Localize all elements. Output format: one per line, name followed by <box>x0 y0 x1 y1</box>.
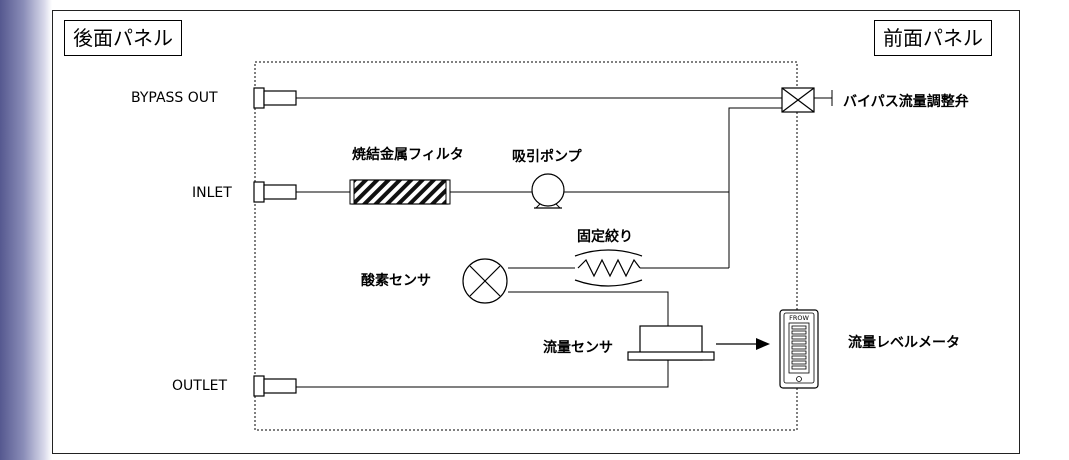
suction-pump-label: 吸引ポンプ <box>512 149 582 165</box>
signal-arrow <box>716 338 770 350</box>
flow-sensor-symbol <box>627 325 715 361</box>
bypass-out-label: BYPASS OUT <box>131 90 218 106</box>
sintered-filter-symbol <box>349 179 451 205</box>
flow-meter-label: 流量レベルメータ <box>848 335 960 351</box>
outlet-label: OUTLET <box>172 378 228 394</box>
suction-pump-symbol <box>531 173 565 209</box>
bypass-valve-symbol <box>781 87 815 113</box>
fixed-restrictor-label: 固定絞り <box>577 229 633 245</box>
diagram-frame <box>52 10 1020 454</box>
flow-meter-symbol: FROW <box>779 309 819 389</box>
bypass-valve-label: バイパス流量調整弁 <box>843 94 969 110</box>
rear-panel-title: 後面パネル <box>64 20 182 56</box>
flow-meter-tag: FROW <box>789 314 809 322</box>
flow-sensor-label: 流量センサ <box>543 340 613 356</box>
oxygen-sensor-symbol <box>462 258 508 304</box>
bypass-out-connector <box>253 87 297 109</box>
inlet-label: INLET <box>192 185 232 201</box>
fixed-restrictor-symbol <box>574 249 643 287</box>
oxygen-sensor-label: 酸素センサ <box>361 273 431 289</box>
outlet-connector <box>253 375 297 397</box>
inlet-connector <box>253 181 297 203</box>
left-gradient-band <box>0 0 52 460</box>
front-panel-title: 前面パネル <box>874 20 992 56</box>
instrument-enclosure <box>254 61 798 431</box>
pipes <box>296 90 833 388</box>
sintered-filter-label: 焼結金属フィルタ <box>352 147 464 163</box>
